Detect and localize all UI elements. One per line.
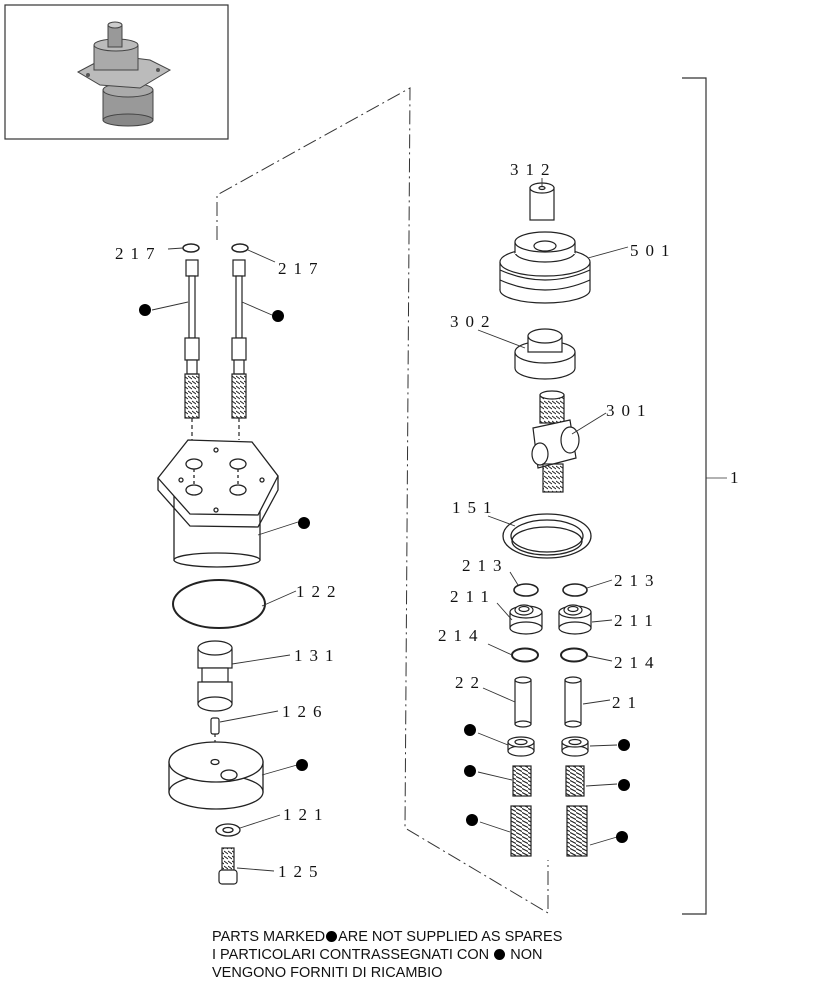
piston-131 <box>197 640 233 712</box>
label-312: 312 <box>510 160 557 179</box>
plate-302 <box>514 328 576 380</box>
o-ring-214-right <box>560 647 588 663</box>
marker-dot <box>272 310 284 322</box>
part-labels: 217 217 122 131 126 121 125 312 501 302 … <box>115 160 746 881</box>
joint-301 <box>531 390 580 493</box>
washer-121 <box>215 823 241 837</box>
label-151: 151 <box>452 498 499 517</box>
label-131: 131 <box>294 646 341 665</box>
label-126: 126 <box>282 702 329 721</box>
marker-dot <box>464 765 476 777</box>
footer-line-1: PARTS MARKED ARE NOT SUPPLIED AS SPARES <box>212 928 562 946</box>
spring-seat-right <box>561 736 589 757</box>
marker-dot <box>464 724 476 736</box>
label-214-left: 214 <box>438 626 485 645</box>
footer-note: PARTS MARKED ARE NOT SUPPLIED AS SPARES I… <box>212 928 562 982</box>
o-ring-122 <box>172 579 266 629</box>
marker-dot <box>298 517 310 529</box>
marker-dot <box>616 831 628 843</box>
label-122: 122 <box>296 582 343 601</box>
bullet-dot-icon <box>494 949 506 960</box>
assembly-bracket <box>682 77 727 915</box>
guide-lines <box>216 87 549 914</box>
plunger-22 <box>514 676 532 728</box>
label-217-right: 217 <box>278 259 325 278</box>
spring-small-right <box>565 765 585 797</box>
label-125: 125 <box>278 862 325 881</box>
o-ring-214-left <box>511 647 539 663</box>
spring-seat-left <box>507 736 535 757</box>
label-213-right: 213 <box>614 571 661 590</box>
bush-312 <box>529 182 555 221</box>
label-213-left: 213 <box>462 556 509 575</box>
footer-line-2: I PARTICOLARI CONTRASSEGNATI CON NON <box>212 946 562 964</box>
o-ring-213-right <box>562 583 588 597</box>
label-211-right: 211 <box>614 611 660 630</box>
leader-lines <box>151 178 629 872</box>
push-rod-right <box>231 259 247 440</box>
bullet-dot-icon <box>326 931 338 942</box>
plunger-21 <box>564 676 582 728</box>
label-217-left: 217 <box>115 244 162 263</box>
spring-small-left <box>512 765 532 797</box>
bolt-125 <box>218 847 238 885</box>
label-211-left: 211 <box>450 587 496 606</box>
marker-dot <box>618 779 630 791</box>
label-22: 22 <box>455 673 486 692</box>
label-301: 301 <box>606 401 653 420</box>
push-rod-left <box>184 259 200 440</box>
spring-large-left <box>510 805 532 857</box>
housing-flange <box>157 439 279 568</box>
o-ring-217-left <box>182 243 200 253</box>
label-302: 302 <box>450 312 497 331</box>
label-21: 21 <box>612 693 643 712</box>
o-ring-213-left <box>513 583 539 597</box>
footer-line-3: VENGONO FORNITI DI RICAMBIO <box>212 965 443 981</box>
marker-dot <box>296 759 308 771</box>
knob-501 <box>499 231 591 304</box>
non-spare-markers <box>139 304 630 843</box>
marker-dot <box>139 304 151 316</box>
footer-line1-start: PARTS MARKED <box>212 929 326 945</box>
footer-line1-end: ARE NOT SUPPLIED AS SPARES <box>338 929 563 945</box>
bushing-211-left <box>509 604 543 635</box>
seal-151 <box>502 513 592 559</box>
marker-dot <box>466 814 478 826</box>
footer-line2-start: I PARTICOLARI CONTRASSEGNATI CON <box>212 947 490 963</box>
footer-line2-end: NON <box>510 947 543 963</box>
base-plate <box>168 741 264 810</box>
label-501: 501 <box>630 241 677 260</box>
thumbnail-box <box>4 4 229 140</box>
marker-dot <box>618 739 630 751</box>
spring-large-right <box>566 805 588 857</box>
label-121: 121 <box>283 805 330 824</box>
label-1: 1 <box>730 468 746 487</box>
label-214-right: 214 <box>614 653 661 672</box>
o-ring-217-right <box>231 243 249 253</box>
bushing-211-right <box>558 604 592 635</box>
